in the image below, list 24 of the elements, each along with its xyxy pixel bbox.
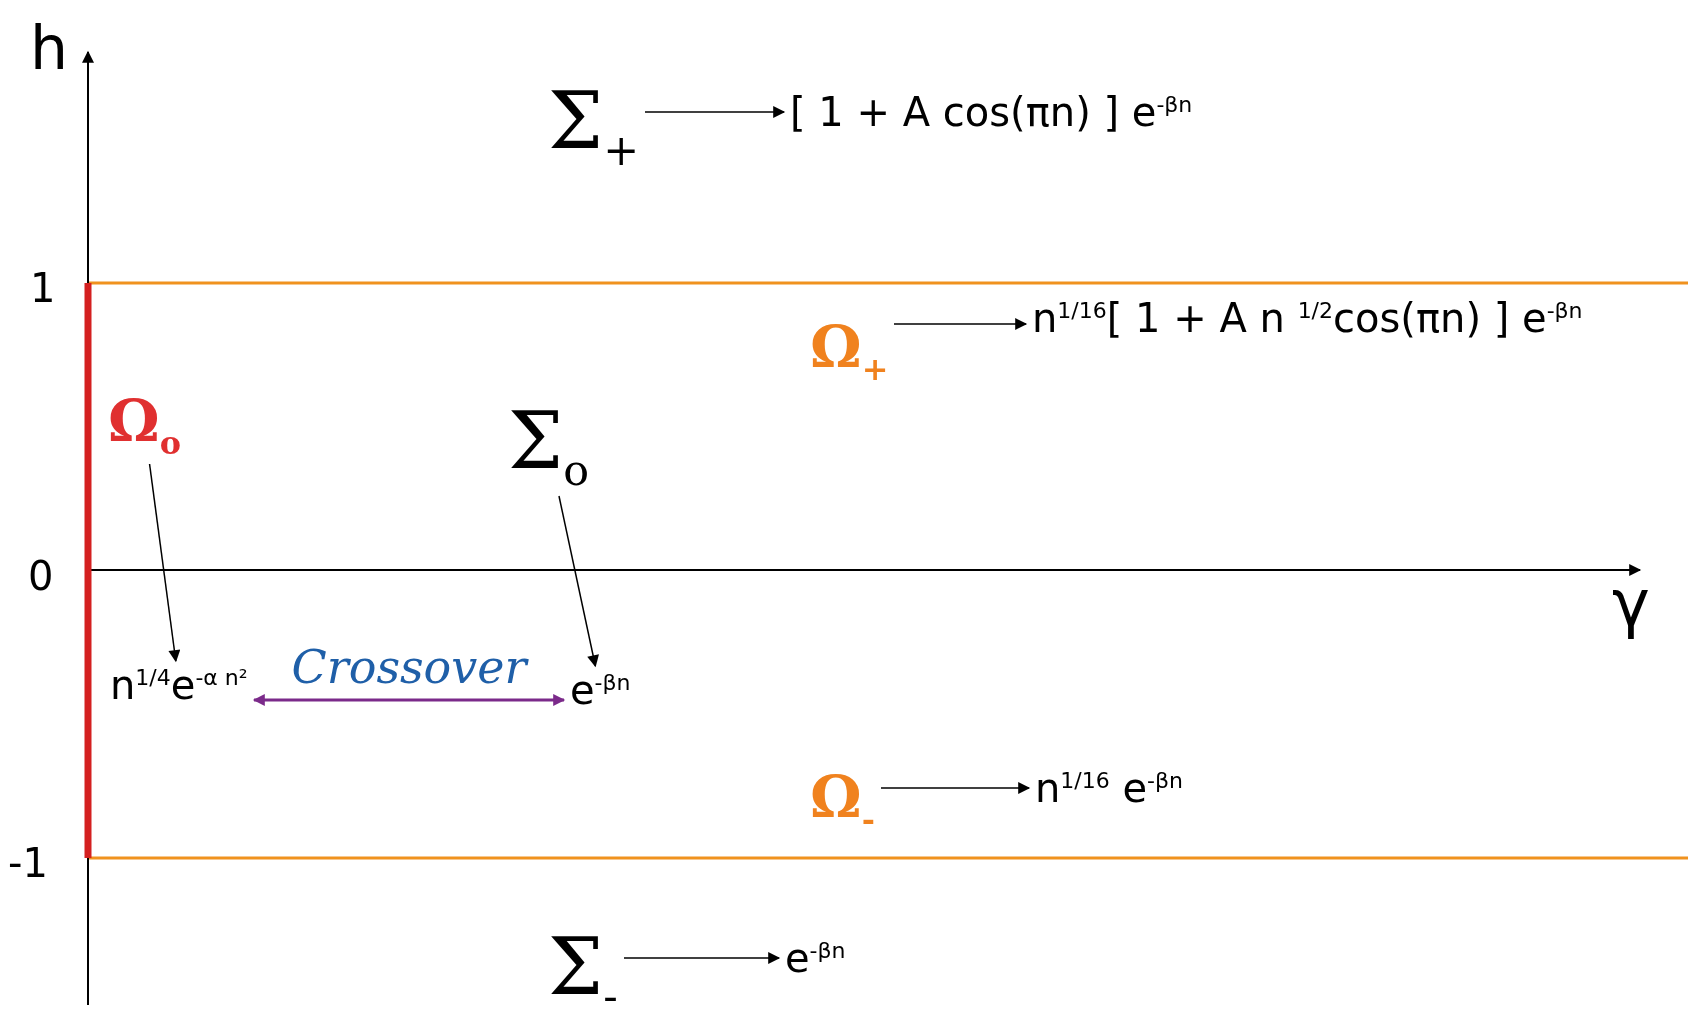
formula: n$^{1/16}$[ 1 + A n $^{1/2}$cos(πn) ] e$^{-βn}$ — [1032, 298, 1583, 338]
omega-symbol: Ω$_{+}$ — [810, 318, 889, 386]
axis-label: -1 — [8, 843, 48, 883]
omega-symbol: Ω$_{o}$ — [108, 392, 181, 460]
arrow — [880, 782, 1031, 794]
arrow — [893, 318, 1028, 330]
arrow — [623, 952, 781, 964]
arrow — [558, 495, 599, 668]
arrow — [644, 106, 786, 118]
formula: n$^{1/16}$ e$^{-βn}$ — [1035, 768, 1183, 808]
axis-label: 1 — [30, 268, 56, 308]
omega-symbol: Ω$_{-}$ — [810, 768, 875, 836]
formula: e$^{-βn}$ — [785, 938, 846, 978]
axis-label: 0 — [28, 556, 54, 596]
arrow — [148, 463, 181, 663]
formula: e$^{-βn}$ — [570, 670, 631, 710]
axis-label: h — [30, 18, 69, 78]
sigma-symbol: Σ$_{+}$ — [548, 82, 640, 172]
edge-label: Crossover — [291, 644, 527, 690]
arrow — [252, 694, 566, 706]
formula: [ 1 + A cos(πn) ] e$^{-βn}$ — [790, 92, 1193, 132]
sigma-symbol: Σ$_{-}$ — [548, 928, 618, 1018]
sigma-symbol: Σ$_{o}$ — [508, 402, 589, 492]
formula: n$^{1/4}$e$^{-α n²}$ — [110, 665, 248, 705]
